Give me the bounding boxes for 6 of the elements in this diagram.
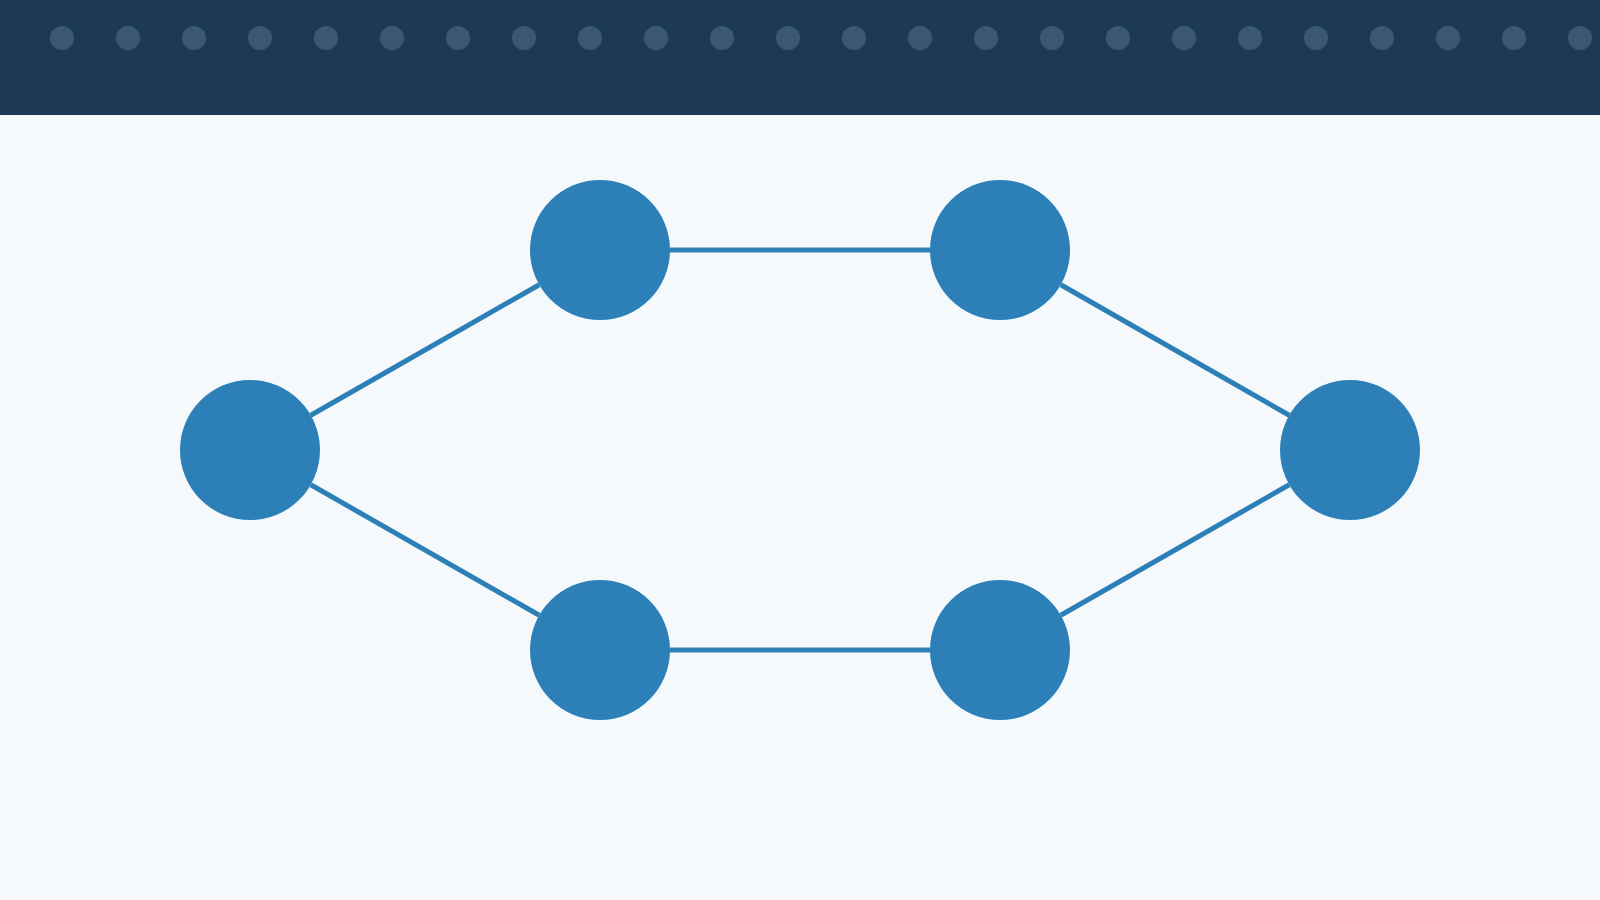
connector-line: [309, 482, 541, 618]
connector-line: [670, 647, 930, 653]
connector-line: [1059, 482, 1291, 618]
connector-line: [309, 282, 541, 418]
connector-line: [670, 247, 930, 253]
connector-line: [1059, 282, 1291, 418]
